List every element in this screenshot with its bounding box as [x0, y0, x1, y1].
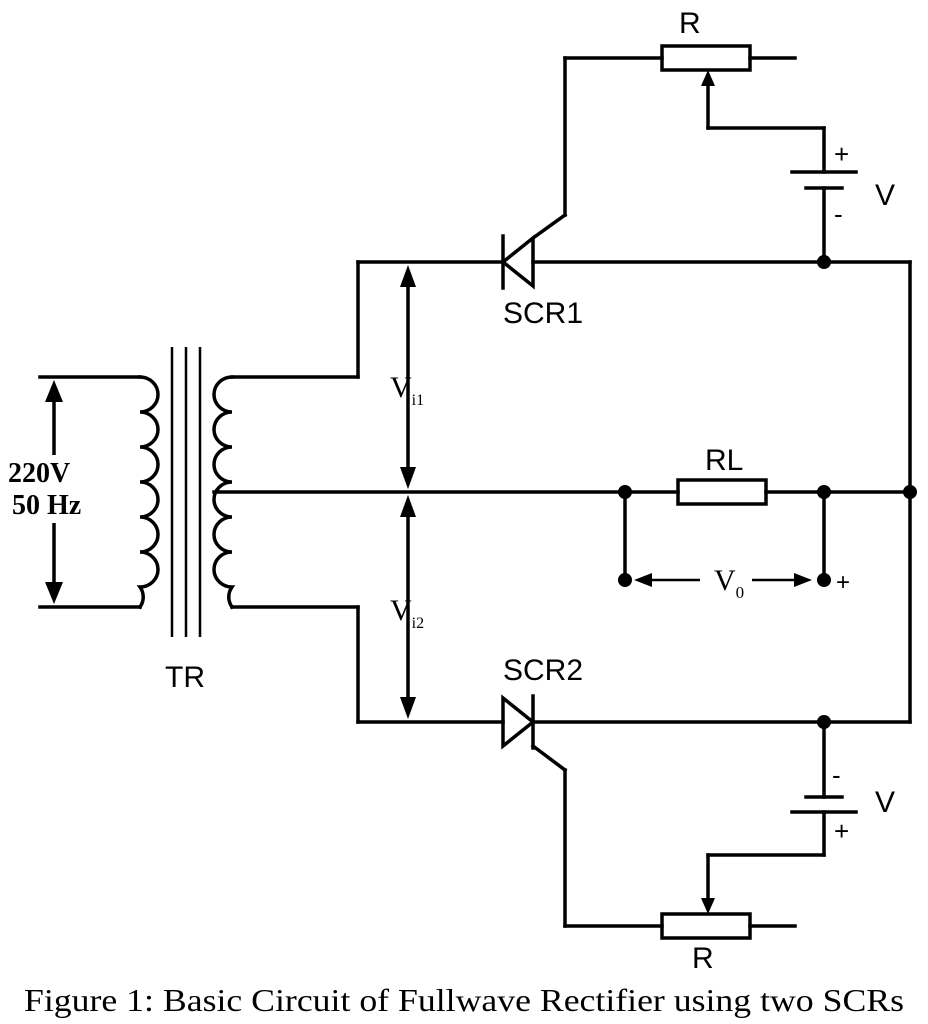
- vi1-label: Vi1: [390, 371, 424, 409]
- vi2-arrow: [400, 495, 416, 719]
- output-voltage-label: V0: [714, 564, 744, 602]
- top-battery: [790, 170, 858, 264]
- vi2-label: Vi2: [390, 594, 424, 632]
- vi1-arrow: [400, 265, 416, 489]
- primary-winding: [38, 375, 160, 610]
- scr1-symbol: [500, 56, 664, 290]
- scr2-label: SCR2: [503, 654, 583, 687]
- transformer-label: TR: [165, 661, 205, 694]
- bottom-branch-wires: [356, 605, 912, 724]
- load-resistor: [623, 478, 912, 582]
- bottom-battery-label: V: [875, 786, 895, 819]
- bottom-battery: [706, 720, 858, 857]
- top-battery-label: V: [875, 179, 895, 212]
- junction-dots: [618, 255, 917, 729]
- output-plus-label: +: [836, 569, 850, 596]
- top-resistor: [660, 44, 826, 174]
- scr1-label: SCR1: [503, 297, 583, 330]
- source-frequency-label: 50 Hz: [12, 490, 81, 521]
- bottom-battery-plus: +: [834, 816, 849, 846]
- output-voltage-arrow: [634, 573, 812, 587]
- bottom-resistor: [660, 853, 797, 940]
- figure-caption: Figure 1: Basic Circuit of Fullwave Rect…: [24, 982, 904, 1018]
- secondary-winding: [212, 375, 627, 610]
- top-battery-plus: +: [834, 139, 849, 169]
- top-resistor-label: R: [679, 7, 701, 40]
- transformer-core: [170, 347, 202, 637]
- bottom-resistor-label: R: [692, 942, 714, 975]
- load-resistor-label: RL: [705, 444, 743, 477]
- top-battery-minus: -: [834, 199, 843, 229]
- scr2-symbol: [501, 694, 664, 928]
- source-voltage-label: 220V: [8, 458, 70, 489]
- bottom-battery-minus: -: [832, 760, 841, 790]
